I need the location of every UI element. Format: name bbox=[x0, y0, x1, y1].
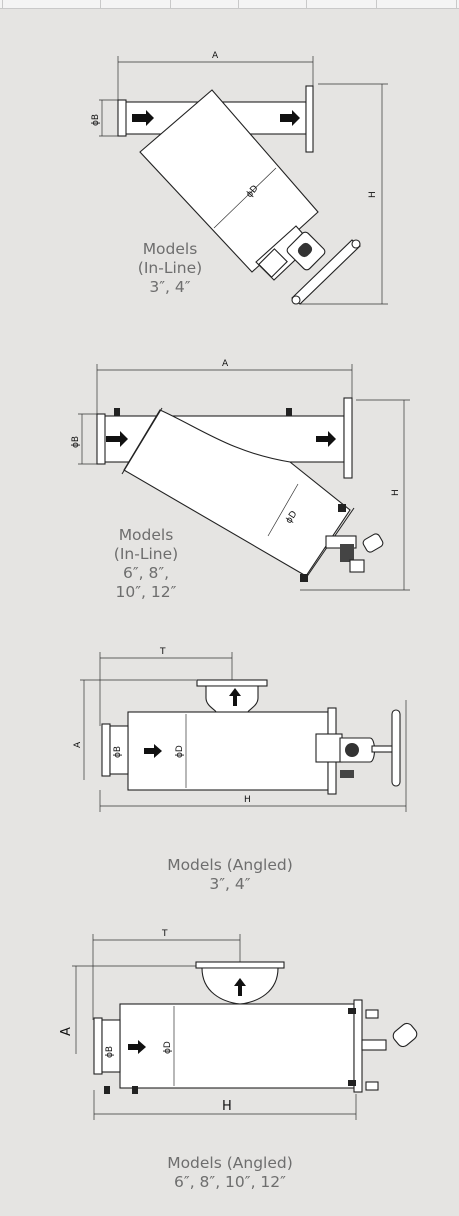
header-table-strip bbox=[0, 0, 459, 9]
caption-inline-large: Models (In-Line) 6″, 8″, 10″, 12″ bbox=[96, 526, 196, 602]
inline-large-drawing: A ϕB H ϕD bbox=[71, 359, 410, 591]
diagram-angled-large: T A H ϕB ϕD Models (Angled) 6″, 8″, bbox=[0, 929, 459, 1216]
caption-line: Models bbox=[118, 526, 174, 544]
angled-large-drawing: T A H ϕB ϕD bbox=[59, 929, 418, 1120]
caption-line: 6″, 8″, bbox=[122, 564, 170, 582]
dim-label-d: ϕD bbox=[175, 745, 185, 758]
dim-label-h: H bbox=[222, 1099, 232, 1114]
dim-label-b: ϕB bbox=[113, 746, 123, 758]
dim-label-b: ϕB bbox=[91, 114, 101, 126]
caption-line: 10″, 12″ bbox=[115, 583, 177, 601]
caption-line: Models (Angled) bbox=[167, 856, 293, 874]
dim-label-h: H bbox=[391, 489, 401, 496]
dim-label-d: ϕD bbox=[163, 1041, 173, 1054]
dim-label-b: ϕB bbox=[71, 436, 81, 448]
dim-label-a: A bbox=[73, 741, 83, 748]
caption-line: (In-Line) bbox=[113, 545, 179, 563]
caption-line: 3″, 4″ bbox=[149, 278, 191, 296]
diagram-inline-small: A ϕB H ϕD Models (In-Line) 3″, 4″ bbox=[0, 0, 459, 320]
caption-line: (In-Line) bbox=[137, 259, 203, 277]
dim-label-t: T bbox=[159, 647, 166, 657]
dim-label-a: A bbox=[212, 51, 219, 61]
caption-line: 3″, 4″ bbox=[209, 875, 251, 893]
dim-label-h: H bbox=[244, 795, 251, 805]
dim-label-a: A bbox=[59, 1027, 74, 1036]
diagram-angled-small: T A H ϕB ϕD Models (Angled) 3″, 4″ bbox=[0, 640, 459, 910]
dim-label-h: H bbox=[368, 191, 378, 198]
caption-inline-small: Models (In-Line) 3″, 4″ bbox=[110, 240, 230, 297]
caption-angled-small: Models (Angled) 3″, 4″ bbox=[130, 856, 330, 894]
caption-line: Models bbox=[142, 240, 198, 258]
dim-label-t: T bbox=[161, 929, 168, 939]
angled-small-drawing: T A H ϕB ϕD bbox=[73, 647, 407, 812]
diagram-inline-large: A ϕB H ϕD Models (In-Line) 6″, bbox=[0, 340, 459, 630]
caption-line: 6″, 8″, 10″, 12″ bbox=[174, 1173, 286, 1191]
caption-line: Models (Angled) bbox=[167, 1154, 293, 1172]
inline-small-drawing: A ϕB H ϕD bbox=[91, 51, 388, 305]
dim-label-a: A bbox=[222, 359, 229, 369]
dim-label-b: ϕB bbox=[105, 1046, 115, 1058]
caption-angled-large: Models (Angled) 6″, 8″, 10″, 12″ bbox=[130, 1154, 330, 1192]
